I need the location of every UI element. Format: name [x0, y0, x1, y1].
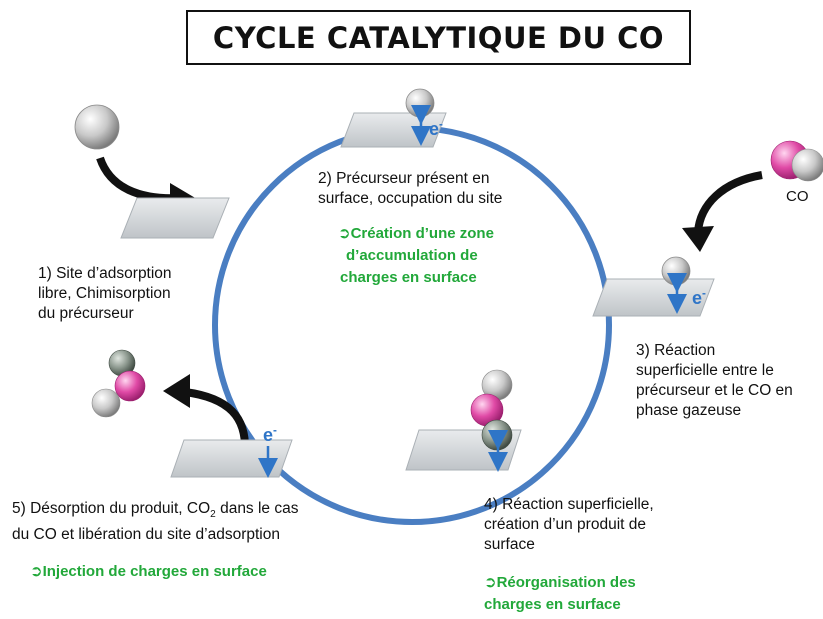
- electron-label-3: e-: [692, 287, 706, 308]
- note-arrow-icon: ➲: [30, 562, 43, 580]
- electron-label-5: e-: [263, 424, 277, 445]
- co2-oxygen-atom-gray: [91, 388, 121, 418]
- adsorbed-precursor-atom: [405, 88, 435, 118]
- step1-text: 1) Site d’adsorption libre, Chimisorptio…: [38, 265, 172, 322]
- co-carbon-atom: [791, 148, 823, 182]
- step5-text: 5) Désorption du produit, CO2 dans le ca…: [12, 500, 299, 544]
- step3-text: 3) Réaction superficielle entre le précu…: [636, 342, 793, 419]
- co2-oxygen-atom-pink: [114, 370, 146, 402]
- co-arrival-arrow: [694, 171, 763, 233]
- surface-site-1: [120, 197, 230, 239]
- adsorption-arrow: [96, 156, 181, 203]
- precursor-atom-3: [661, 256, 691, 286]
- step4-text: 4) Réaction superficielle, création d’un…: [484, 496, 654, 553]
- precursor-atom: [74, 104, 120, 150]
- title-box: CYCLE CATALYTIQUE DU CO: [186, 10, 691, 65]
- step5-note: ➲Injection de charges en surface: [30, 562, 267, 580]
- note-arrow-icon: ➲: [338, 224, 351, 242]
- step4-note: ➲Réorganisation des charges en surface: [484, 573, 636, 613]
- co-label: CO: [786, 188, 809, 205]
- diagram-title: CYCLE CATALYTIQUE DU CO: [212, 20, 665, 55]
- step2-text: 2) Précurseur présent en surface, occupa…: [318, 170, 503, 207]
- electron-label-2: e-: [429, 118, 443, 139]
- step2-note: ➲Création d’une zone d’accumulation de c…: [338, 224, 494, 286]
- note-arrow-icon: ➲: [484, 573, 497, 591]
